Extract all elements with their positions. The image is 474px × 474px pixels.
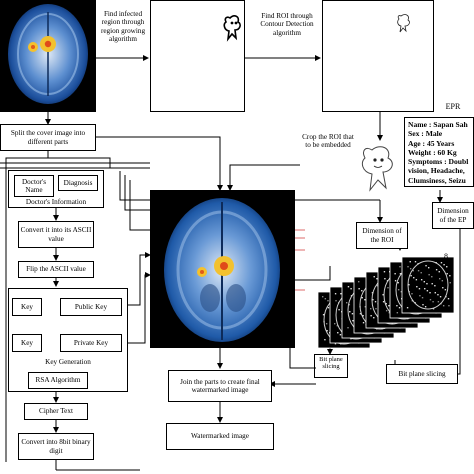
cropped-roi-small: [218, 12, 248, 42]
key-box-2: Key: [12, 334, 42, 352]
bit-plane-slice: [401, 256, 455, 314]
cropped-roi-large: [350, 140, 405, 198]
brain-scan-image: [8, 4, 88, 104]
dimension-roi-box: Dimension of the ROI: [356, 222, 408, 249]
join-parts-step: Join the parts to create final watermark…: [168, 370, 272, 402]
epr-record: Name : Sapan Sah Sex : Male Age : 45 Yea…: [404, 117, 474, 187]
public-key-box: Public Key: [60, 298, 122, 316]
convert-8bit-step: Convert into 8bit binary digit: [18, 433, 94, 460]
crop-roi-label: Crop the ROI that to be embedded: [302, 133, 354, 150]
rsa-algorithm-box: RSA Algorithm: [28, 372, 88, 389]
epr-line-symptoms-3: Clumsiness, Seizu: [408, 175, 466, 185]
cipher-text-step: Cipher Text: [24, 403, 88, 420]
region-growing-label: Find infected region through region grow…: [100, 10, 146, 43]
contour-label: Find ROI through Contour Detection algor…: [260, 12, 314, 37]
key-box-1: Key: [12, 298, 42, 316]
split-image-step: Split the cover image into different par…: [0, 124, 96, 151]
flip-ascii-step: Flip the ASCII value: [18, 261, 94, 278]
epr-title: EPR: [445, 102, 461, 111]
bit-plane-stack: [317, 256, 455, 349]
cover-brain-scan: [164, 198, 280, 342]
epr-line-symptoms-2: vision, Headache,: [408, 166, 465, 176]
diagnosis-field: Diagnosis: [58, 175, 98, 191]
private-key-box: Private Key: [60, 334, 122, 352]
epr-line-symptoms: Symptoms : Doubl: [408, 157, 469, 166]
watermarked-image-box: Watermarked image: [166, 423, 274, 450]
contour-output-frame: [322, 0, 434, 112]
bit-plane-small-label: Bit plane slicing: [319, 356, 343, 371]
bit-plane-slicing-box: Bit plane slicing: [386, 364, 458, 384]
dimension-epr-box: Dimension of the EP: [432, 202, 474, 229]
input-brain-scan: [0, 0, 96, 112]
doctor-info-label: Doctor's Information: [25, 198, 87, 206]
doctor-name-field: Doctor's Name: [14, 175, 54, 197]
cover-image-center: [150, 190, 295, 348]
roi-outline-small: [393, 12, 415, 34]
bit-plane-small-frame: [314, 354, 348, 378]
epr-line-sex: Sex : Male: [408, 129, 443, 139]
slice-number: 8: [444, 252, 448, 261]
convert-ascii-step: Convert it into its ASCII value: [18, 221, 94, 248]
epr-line-age: Age : 45 Years: [408, 138, 455, 148]
epr-line-weight: Weight : 60 Kg: [408, 147, 457, 157]
epr-line-name: Name : Sapan Sah: [408, 120, 468, 129]
key-generation-label: Key Generation: [45, 358, 91, 366]
bit-plane-slices: [314, 250, 474, 362]
